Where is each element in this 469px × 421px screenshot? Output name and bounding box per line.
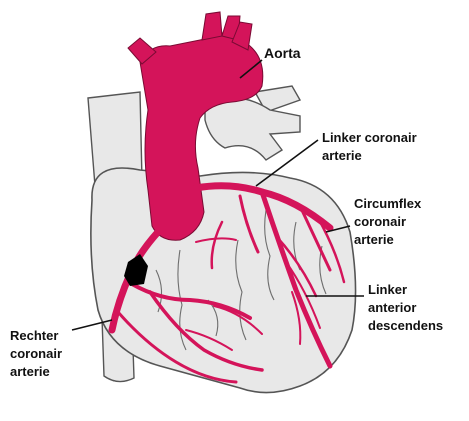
pulmonary-artery [205,98,300,161]
left-coronary-label: Linker coronair arterie [322,130,420,163]
lad-label: Linker anterior descendens [368,282,443,333]
aorta-label: Aorta [264,45,301,61]
right-coronary-label: Rechter coronair arterie [10,328,66,379]
circumflex-label: Circumflex coronair arterie [354,196,425,247]
aorta-branch-1 [202,12,222,40]
